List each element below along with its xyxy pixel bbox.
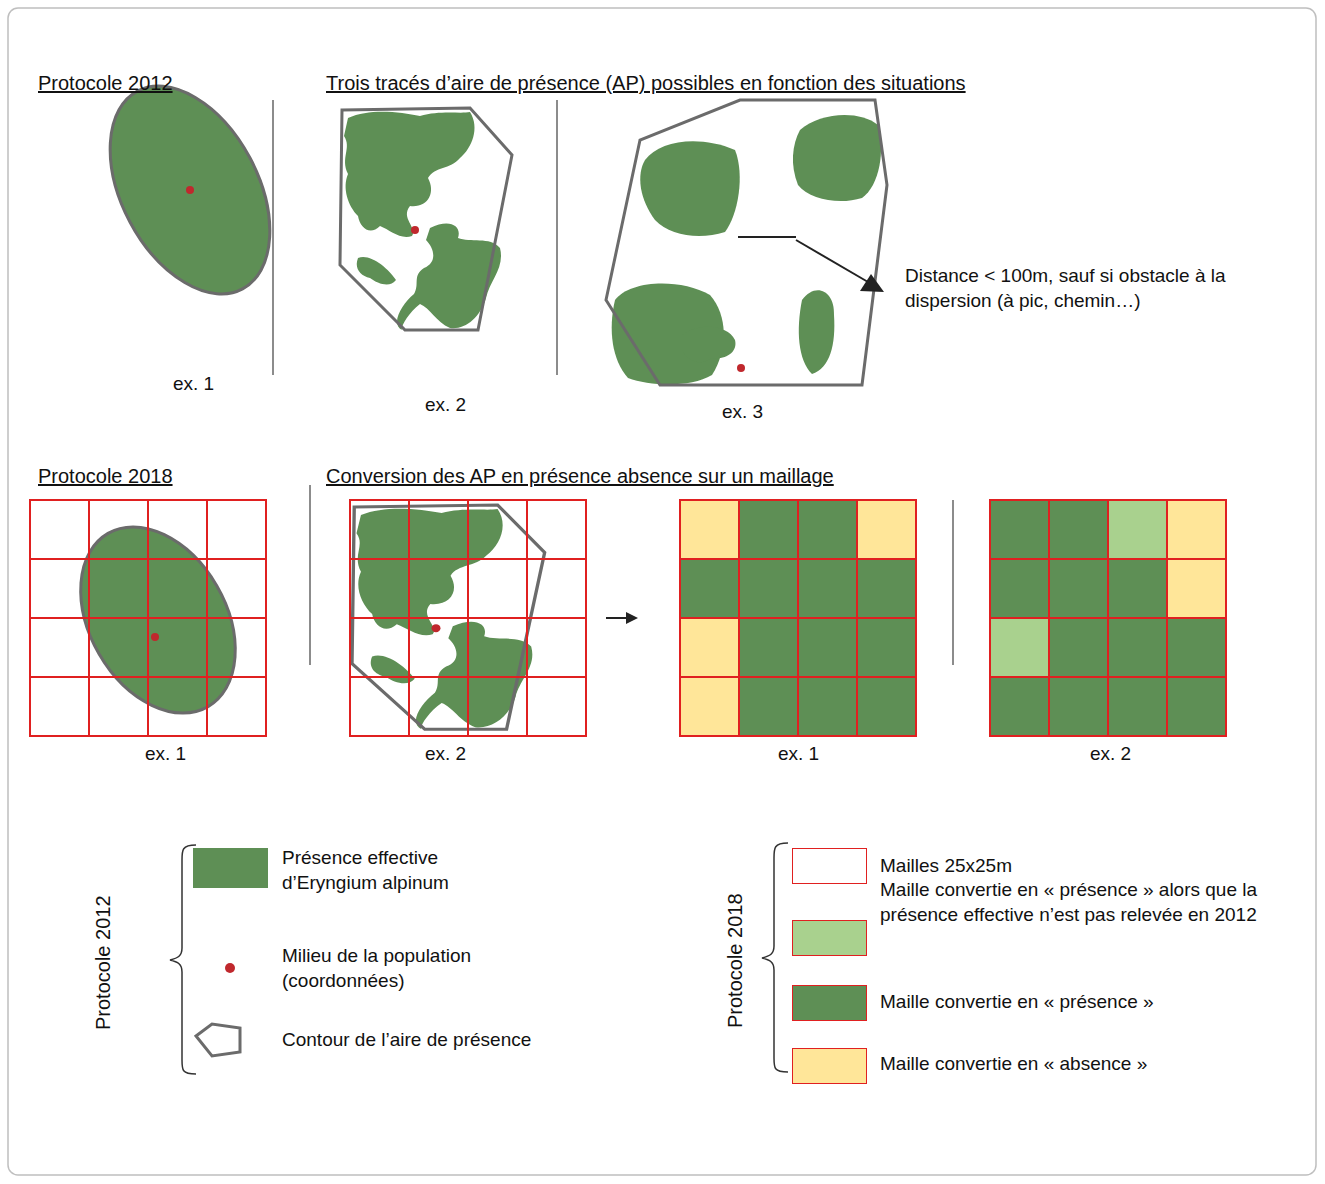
grid-cell (207, 500, 266, 559)
section-heading: Trois tracés d’aire de présence (AP) pos… (326, 70, 966, 96)
legend-text: Maille convertie en « absence » (880, 1052, 1280, 1077)
grid-cell (680, 618, 739, 677)
grid-cell (990, 677, 1049, 736)
grid-cell (857, 618, 916, 677)
grid-cell (990, 559, 1049, 618)
grid-cell (1167, 618, 1226, 677)
grid-cell (207, 677, 266, 736)
grid-cell (798, 559, 857, 618)
grid-cell (1049, 500, 1108, 559)
grid-cell (798, 677, 857, 736)
grid-cell (350, 677, 409, 736)
grid-cell (89, 500, 148, 559)
grid-cell (527, 500, 586, 559)
grid-cell (207, 559, 266, 618)
grid-cell (798, 500, 857, 559)
grid-cell (798, 618, 857, 677)
grid-cell (148, 677, 207, 736)
grid-cell (30, 618, 89, 677)
grid-cell (857, 677, 916, 736)
grid-cell (680, 559, 739, 618)
grid-cell (857, 559, 916, 618)
legend-swatch (193, 848, 268, 888)
grid-cell (409, 559, 468, 618)
section-heading: Protocole 2018 (38, 463, 173, 489)
grid-cell (1108, 500, 1167, 559)
grid-cell (990, 500, 1049, 559)
grid-cell (350, 618, 409, 677)
legend-outline (196, 1024, 240, 1056)
grid-cell (1108, 559, 1167, 618)
legend-text: Milieu de la population (coordonnées) (282, 944, 492, 993)
grid-cell (1108, 618, 1167, 677)
legend-swatch (792, 920, 867, 956)
grid-cell (527, 618, 586, 677)
grid-cell (468, 559, 527, 618)
grid-cell (468, 500, 527, 559)
grid-cell (739, 618, 798, 677)
example-label: ex. 3 (722, 400, 763, 425)
example-label: ex. 1 (145, 742, 186, 767)
legend-text: Mailles 25x25m (880, 854, 1280, 879)
example-label: ex. 1 (173, 372, 214, 397)
grid-cell (30, 500, 89, 559)
legend-text: Présence effective d’Eryngium alpinum (282, 846, 472, 895)
legend-swatch (792, 985, 867, 1021)
grid-cell (30, 677, 89, 736)
example-label: ex. 1 (778, 742, 819, 767)
example-label: ex. 2 (425, 742, 466, 767)
grid-cell (148, 618, 207, 677)
section-heading: Conversion des AP en présence absence su… (326, 463, 834, 489)
grid-cell (89, 559, 148, 618)
legend-text: Maille convertie en « présence » alors q… (880, 878, 1300, 927)
grid-cell (1108, 677, 1167, 736)
grid-cell (1167, 559, 1226, 618)
grid-cell (30, 559, 89, 618)
grid-cell (1049, 677, 1108, 736)
grid-cell (148, 500, 207, 559)
section-heading: Protocole 2012 (38, 70, 173, 96)
legend-text: Contour de l’aire de présence (282, 1028, 562, 1053)
grid-cell (739, 677, 798, 736)
grid-cell (89, 677, 148, 736)
grid-cell (1167, 500, 1226, 559)
grid-cell (148, 559, 207, 618)
grid-cell (409, 618, 468, 677)
legend-swatch (792, 1048, 867, 1084)
grid-cell (207, 618, 266, 677)
grid-cell (680, 500, 739, 559)
grid-cell (739, 500, 798, 559)
legend-swatch (792, 848, 867, 884)
grid-cell (1049, 559, 1108, 618)
grid-cell (527, 559, 586, 618)
example-label: ex. 2 (1090, 742, 1131, 767)
grid-cell (350, 559, 409, 618)
legend-dot (225, 963, 235, 973)
grid-cell (680, 677, 739, 736)
grid-cell (1049, 618, 1108, 677)
grid-cell (990, 618, 1049, 677)
grid-cell (350, 500, 409, 559)
grid-cell (468, 677, 527, 736)
grid-cell (409, 500, 468, 559)
grid-cell (857, 500, 916, 559)
example-label: ex. 2 (425, 393, 466, 418)
grid-cell (1167, 677, 1226, 736)
grid-cell (527, 677, 586, 736)
legend-text: Maille convertie en « présence » (880, 990, 1280, 1015)
grid-cell (409, 677, 468, 736)
distance-note: Distance < 100m, sauf si obstacle à la d… (905, 264, 1295, 313)
grid-cell (739, 559, 798, 618)
legend-group-label: Protocole 2018 (722, 893, 748, 1028)
legend-group-label: Protocole 2012 (90, 895, 116, 1030)
grid-cell (89, 618, 148, 677)
grid-cell (468, 618, 527, 677)
